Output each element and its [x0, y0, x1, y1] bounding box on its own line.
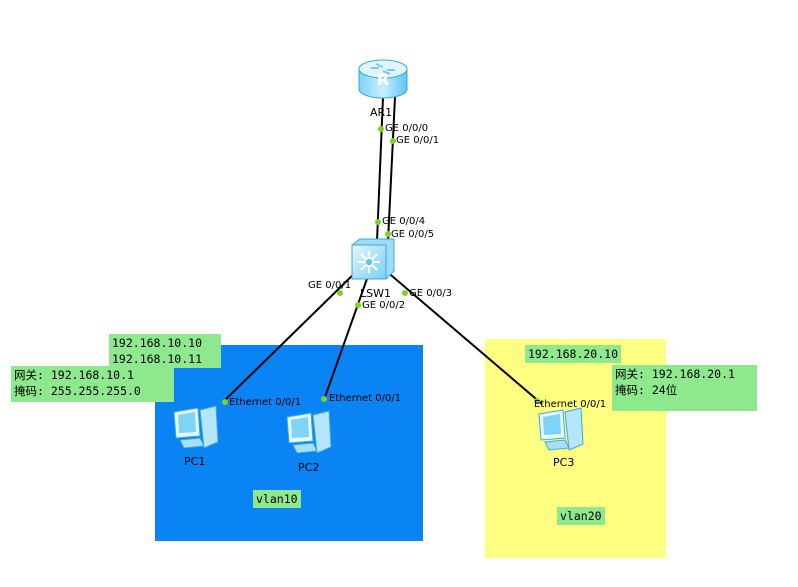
ip-line: 192.168.10.10 — [112, 336, 203, 350]
port-dot — [534, 398, 540, 404]
vlan10-ip-note: 192.168.10.10 192.168.10.11 — [109, 334, 221, 368]
port-label-pc2-eth: Ethernet 0/0/1 — [329, 393, 402, 404]
port-label-ar1-ge000: GE 0/0/0 — [385, 123, 429, 134]
switch-label: LSW1 — [360, 287, 391, 300]
port-dot — [337, 290, 343, 296]
port-label-sw-ge004: GE 0/0/4 — [382, 216, 426, 227]
svg-text:R: R — [377, 70, 389, 89]
port-label-sw-ge001: GE 0/0/1 — [308, 280, 352, 291]
pc3-icon[interactable] — [535, 402, 587, 454]
pc2-label: PC2 — [298, 461, 320, 474]
mask-line: 掩码: 255.255.255.0 — [14, 384, 141, 398]
link-sw-pc2 — [323, 275, 369, 401]
vlan20-ip-note: 192.168.20.10 — [525, 345, 622, 363]
vlan20-gateway-note: 网关: 192.168.20.1 掩码: 24位 — [612, 365, 757, 411]
link-ar1-ge001-sw-ge005 — [387, 96, 396, 242]
port-dot — [390, 138, 396, 144]
port-label-sw-ge002: GE 0/0/2 — [362, 300, 406, 311]
gateway-line: 网关: 192.168.10.1 — [14, 368, 134, 382]
router-icon[interactable]: R — [357, 55, 409, 101]
port-label-sw-ge005: GE 0/0/5 — [391, 229, 435, 240]
port-dot — [385, 231, 391, 237]
port-dot — [222, 399, 228, 405]
port-label-pc1-eth: Ethernet 0/0/1 — [229, 397, 302, 408]
port-label-sw-ge003: GE 0/0/3 — [409, 288, 453, 299]
ip-line: 192.168.20.10 — [528, 347, 619, 361]
port-dot — [402, 290, 408, 296]
switch-icon[interactable] — [350, 237, 396, 281]
port-dot — [321, 396, 327, 402]
gateway-line: 网关: 192.168.20.1 — [615, 367, 735, 381]
vlan10-label: vlan10 — [253, 490, 301, 508]
pc2-icon[interactable] — [283, 405, 335, 457]
port-dot — [355, 302, 361, 308]
link-sw-pc3 — [384, 269, 543, 405]
port-label-ar1-ge001: GE 0/0/1 — [396, 135, 440, 146]
pc1-label: PC1 — [184, 455, 206, 468]
ip-line: 192.168.10.11 — [112, 352, 203, 366]
router-label: AR1 — [370, 106, 393, 119]
port-label-pc3-eth: Ethernet 0/0/1 — [534, 399, 607, 410]
vlan20-label: vlan20 — [557, 507, 605, 525]
mask-line: 掩码: 24位 — [615, 383, 678, 397]
link-sw-pc1 — [222, 269, 359, 403]
vlan10-gateway-note: 网关: 192.168.10.1 掩码: 255.255.255.0 — [11, 366, 174, 402]
link-ar1-ge000-sw-ge004 — [376, 96, 384, 242]
port-dot — [375, 219, 381, 225]
port-dot — [378, 126, 384, 132]
pc3-label: PC3 — [553, 456, 575, 469]
pc1-icon[interactable] — [170, 400, 222, 452]
